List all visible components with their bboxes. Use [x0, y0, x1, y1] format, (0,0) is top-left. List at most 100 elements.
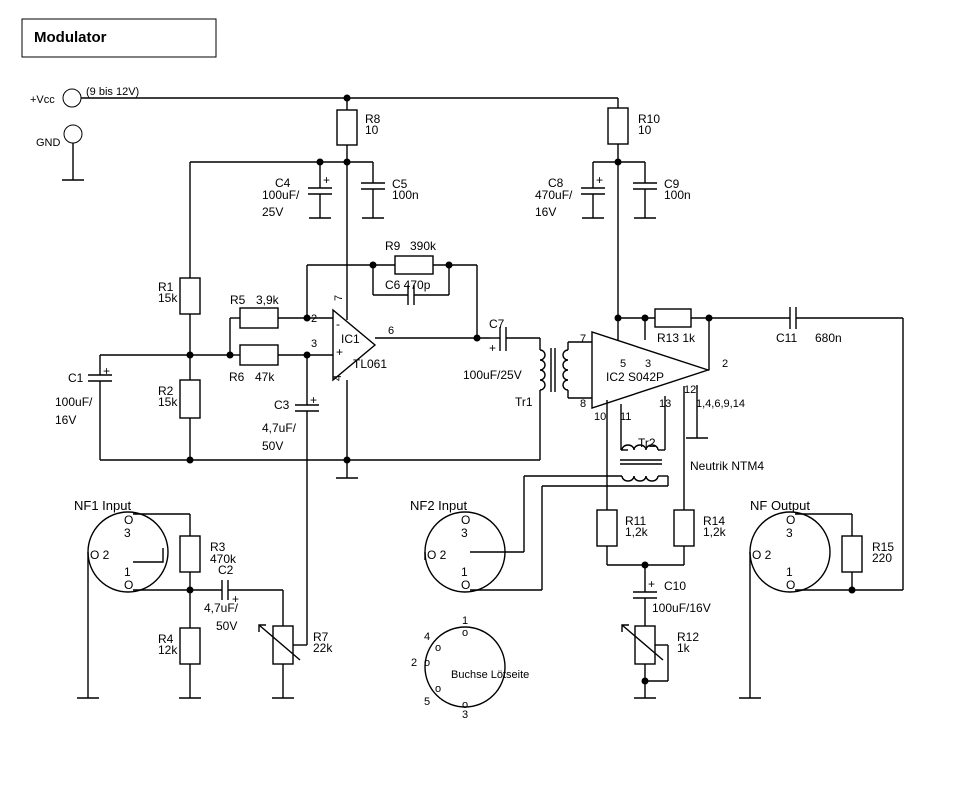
c4-voltage: 25V: [262, 205, 283, 219]
ic2-label: IC2 S042P: [606, 370, 664, 384]
nf2-pin1: 1: [461, 565, 468, 579]
c9-value: 100n: [664, 188, 691, 202]
nf2-pin2: O 2: [427, 548, 447, 562]
r11-value: 1,2k: [625, 525, 649, 539]
nf1-pin3: 3: [124, 526, 131, 540]
tr2-upper-coil: [621, 444, 659, 451]
c8-name: C8: [548, 176, 564, 190]
junction: [614, 158, 622, 166]
nf2-pin3: 3: [461, 526, 468, 540]
c1-name: C1: [68, 371, 84, 385]
ic2-pin3: 3: [645, 358, 651, 370]
r15-resistor: [841, 535, 863, 573]
r4-name: R4: [158, 632, 174, 646]
socket-o5: o: [435, 683, 441, 695]
c2-value: 4,7uF/: [204, 601, 239, 615]
r9-value: 390k: [410, 239, 437, 253]
r5-resistor: [239, 307, 279, 329]
tr1-primary-coil: [539, 349, 546, 391]
r1-value: 15k: [158, 291, 178, 305]
r8-value: 10: [365, 123, 379, 137]
vcc-terminal: [62, 88, 82, 108]
c1-plus: +: [103, 364, 110, 378]
c10-plus: +: [648, 577, 655, 591]
socket-o4: o: [435, 642, 441, 654]
c11-name: C11: [776, 331, 797, 345]
c8-plus: +: [596, 173, 603, 187]
nfout-pin1-o: O: [786, 578, 795, 592]
nfout-pin3: 3: [786, 526, 793, 540]
c9-name: C9: [664, 177, 680, 191]
ic1-opamp: [332, 308, 377, 382]
ic2-pin11: 11: [620, 411, 631, 423]
junction: [473, 334, 481, 342]
socket-o3: o: [462, 699, 468, 711]
tr1-name: Tr1: [515, 395, 533, 409]
r13-label: R13 1k: [657, 331, 696, 345]
nf1-pin3-o: O: [124, 513, 133, 527]
c2-name: C2: [218, 563, 234, 577]
c2-plus: +: [232, 592, 239, 606]
ic2-pin7: 7: [580, 333, 586, 345]
c4-name: C4: [275, 176, 291, 190]
c5-value: 100n: [392, 188, 419, 202]
c3-value: 4,7uF/: [262, 421, 297, 435]
c8-voltage: 16V: [535, 205, 556, 219]
r10-name: R10: [638, 112, 660, 126]
c4-value: 100uF/: [262, 188, 300, 202]
r13-resistor: [654, 308, 692, 328]
c6-label: C6 470p: [385, 278, 431, 292]
socket-n1: 1: [462, 615, 468, 627]
c5-name: C5: [392, 177, 408, 191]
c3-plus: +: [310, 393, 317, 407]
socket-n3: 3: [462, 709, 468, 721]
c7-plus: +: [489, 341, 496, 355]
r1-name: R1: [158, 280, 174, 294]
r4-resistor: [179, 627, 201, 665]
r8-resistor: [336, 109, 358, 146]
tr1-secondary-coil: [562, 349, 569, 391]
socket-pinout: [424, 626, 506, 708]
nfout-pin3-o: O: [786, 513, 795, 527]
tr2-lower-coil: [621, 475, 659, 482]
ic1-pin4: 4: [332, 375, 344, 381]
ic2-pin8: 8: [580, 398, 586, 410]
nf1-label: NF1 Input: [74, 498, 131, 513]
ic1-name: IC1: [341, 332, 360, 346]
gnd-label: GND: [36, 137, 61, 149]
ic1-type: TL061: [353, 357, 387, 371]
c10-name: C10: [664, 579, 686, 593]
nfout-pin2: O 2: [752, 548, 772, 562]
r15-value: 220: [872, 551, 892, 565]
ic2-pin5: 5: [620, 358, 626, 370]
r12-value: 1k: [677, 641, 691, 655]
ic2-mixer: [591, 331, 711, 409]
r3-name: R3: [210, 540, 226, 554]
r8-name: R8: [365, 112, 381, 126]
c7-name: C7: [489, 317, 505, 331]
r4-value: 12k: [158, 643, 178, 657]
r12-name: R12: [677, 630, 699, 644]
c3-name: C3: [274, 398, 290, 412]
r6-resistor: [239, 344, 279, 366]
r2-name: R2: [158, 384, 174, 398]
c8-value: 470uF/: [535, 188, 573, 202]
tr2-name: Tr2: [638, 436, 656, 450]
nf2-pin3-o: O: [461, 513, 470, 527]
junction: [186, 586, 194, 594]
ic1-pin3: 3: [311, 338, 317, 350]
c11-value: 680n: [815, 331, 842, 345]
r5-value: 3,9k: [256, 293, 280, 307]
r15-name: R15: [872, 540, 894, 554]
r2-value: 15k: [158, 395, 178, 409]
r5-name: R5: [230, 293, 246, 307]
c1-value: 100uF/: [55, 395, 93, 409]
socket-n5: 5: [424, 696, 430, 708]
r3-value: 470k: [210, 552, 237, 566]
r11-resistor: [596, 509, 618, 547]
r9-name: R9: [385, 239, 401, 253]
r14-name: R14: [703, 514, 725, 528]
ic1-pin6: 6: [388, 325, 394, 337]
junction: [186, 456, 194, 464]
